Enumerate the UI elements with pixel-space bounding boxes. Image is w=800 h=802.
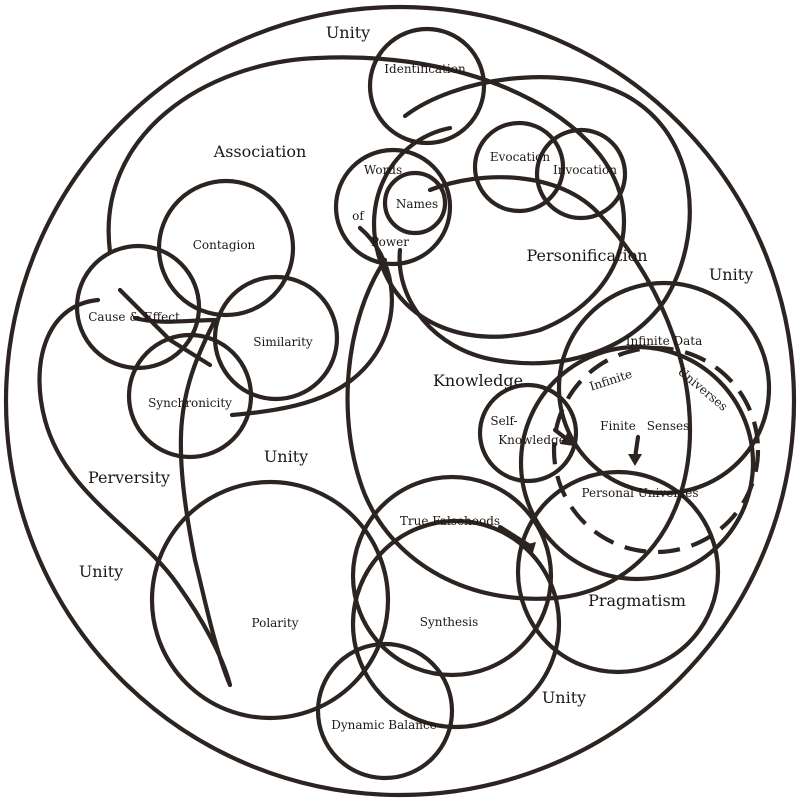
label-synthesis: Synthesis [420,615,479,629]
label-personification: Personification [526,246,647,265]
knowledge-loop [345,175,693,601]
label-invocation: Invocation [553,163,617,177]
label-association: Association [213,142,307,161]
label-finite: Finite [600,419,636,433]
label-true-falsehoods: True Falsehoods [400,514,500,528]
label-perversity: Perversity [88,468,170,487]
synthesis-circle [350,518,562,730]
evocation-circle [472,120,566,214]
label-knowledge: Knowledge [433,371,523,390]
cause-effect-connector [117,287,213,368]
words-of-power-circle [333,147,453,267]
dynamic-balance-circle [315,641,455,781]
label-unity-center: Unity [264,447,308,466]
true-falsehoods-arrow [497,524,533,549]
label-self: Self- [490,414,517,428]
label-unity-right: Unity [709,265,753,284]
names-circle [382,170,448,236]
label-power: Power [371,235,409,249]
label-similarity: Similarity [253,335,313,349]
personal-universes-circle [518,344,756,582]
association-loop [106,55,627,339]
infinite-data-circle [556,280,772,496]
label-of: of [352,209,365,223]
senses-arrowhead-icon [628,454,642,466]
label-polarity: Polarity [252,616,299,630]
label-cause-effect: Cause & Effect [88,310,180,324]
label-unity-left: Unity [79,562,123,581]
label-dynamic-balance: Dynamic Balance [331,718,437,732]
similarity-circle [212,274,340,402]
self-knowledge-arrowhead-icon [560,432,574,446]
label-words: Words [364,163,402,177]
label-evocation: Evocation [490,150,551,164]
label-personal-universes: Personal Universes [581,486,698,500]
polarity-circle [149,479,391,721]
label-pragmatism: Pragmatism [588,591,686,610]
label-unity-top: Unity [326,23,370,42]
perversity-curve [37,297,233,688]
self-knowledge-circle [477,382,579,484]
personification-loop [397,75,692,366]
label-infinite-data: Infinite Data [626,334,703,348]
label-synchronicity: Synchronicity [148,396,232,410]
label-senses: Senses [647,419,689,433]
synchronicity-line [229,225,394,418]
infinite-universes-dashed-circle [551,345,761,555]
synchronicity-circle [126,332,254,460]
true-falsehoods-arrowhead-icon [520,542,536,556]
outer-unity-circle [3,4,797,798]
identification-circle [367,26,487,146]
true-falsehoods-circle [350,474,554,678]
label-identification: Identification [384,62,466,76]
pragmatism-circle [515,469,721,675]
label-contagion: Contagion [193,238,256,252]
label-knowledge-small: Knowledge [498,433,566,447]
label-names: Names [396,197,438,211]
label-unity-bottom: Unity [542,688,586,707]
invocation-circle [534,127,628,221]
